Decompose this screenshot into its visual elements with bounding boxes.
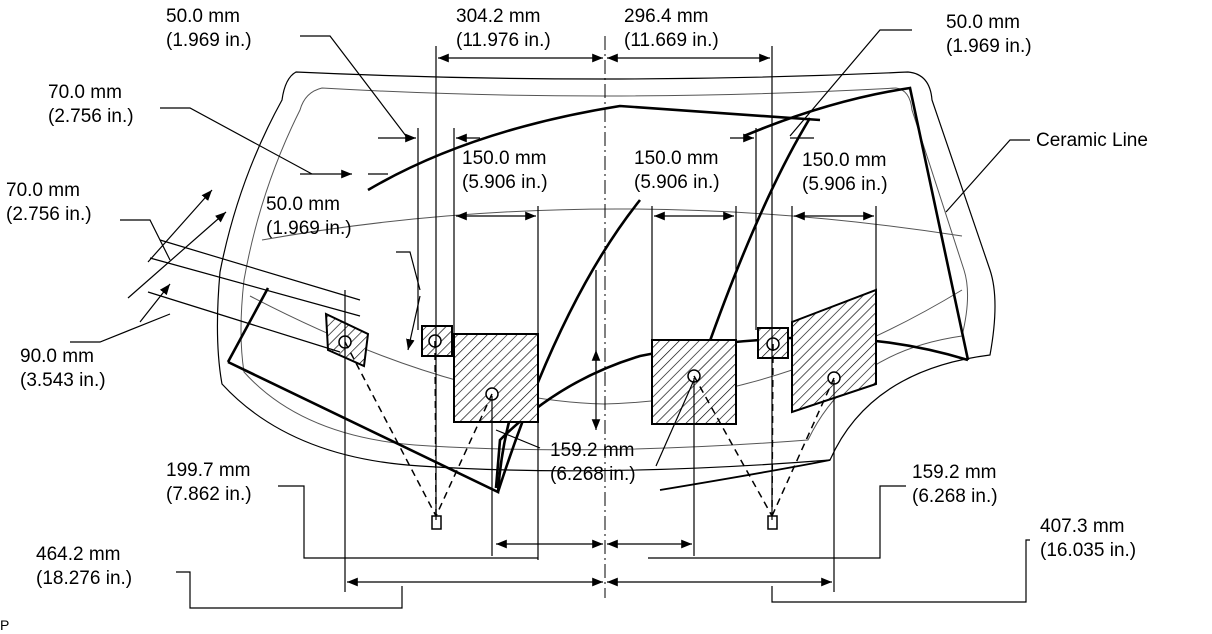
right-glass-top: [743, 86, 970, 361]
label-bottom-407: 407.3 mm(16.035 in.): [1040, 516, 1136, 561]
leader-lines: [70, 29, 1030, 609]
dimension-arrows: [127, 53, 874, 587]
label-left-90: 90.0 mm(3.543 in.): [20, 346, 106, 391]
hatch-area-left: [453, 333, 539, 423]
label-bottom-159-right: 159.2 mm(6.268 in.): [912, 462, 998, 507]
label-mid-150-center: 150.0 mm(5.906 in.): [634, 148, 720, 193]
label-left-70-a: 70.0 mm(2.756 in.): [48, 82, 134, 127]
right-glass-mid: [704, 117, 812, 353]
ceramic-line-outline: [240, 87, 969, 451]
windshield-outer-outline: [216, 71, 996, 472]
left-glass-panel: [367, 104, 821, 192]
label-mid-150-left: 150.0 mm(5.906 in.): [462, 148, 548, 193]
center-glass-left: [496, 199, 642, 493]
label-left-70-b: 70.0 mm(2.756 in.): [6, 180, 92, 225]
label-bottom-464: 464.2 mm(18.276 in.): [36, 544, 132, 589]
label-top-296: 296.4 mm(11.669 in.): [624, 6, 719, 51]
lower-bottom-edge: [659, 459, 831, 491]
label-center-159: 159.2 mm(6.268 in.): [550, 440, 636, 485]
extension-lines: [344, 46, 877, 592]
dashed-clip-lines: [344, 340, 835, 530]
hatch-area-right: [791, 288, 877, 414]
label-bottom-199: 199.7 mm(7.862 in.): [166, 460, 252, 505]
label-top-304: 304.2 mm(11.976 in.): [456, 6, 551, 51]
label-ceramic-line: Ceramic Line: [1036, 130, 1148, 151]
ceramic-curve-1: [261, 208, 963, 241]
label-corner-mark: P: [0, 617, 9, 633]
label-mid-150-right: 150.0 mm(5.906 in.): [802, 150, 888, 195]
label-top-left-50: 50.0 mm(1.969 in.): [166, 6, 252, 51]
label-mid-left-50: 50.0 mm(1.969 in.): [266, 194, 352, 239]
label-top-right-50: 50.0 mm(1.969 in.): [946, 12, 1032, 57]
left-offset-lines: [147, 239, 361, 353]
left-glass-lower: [226, 287, 270, 363]
